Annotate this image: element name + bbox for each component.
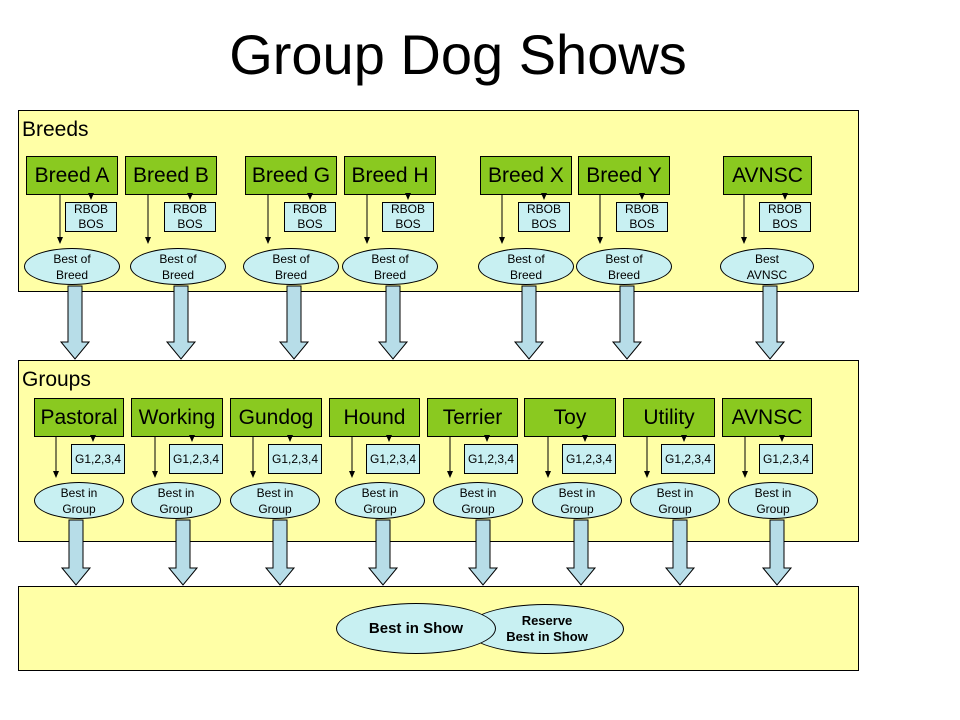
- breed-box-g: Breed G: [245, 156, 337, 195]
- breed-award-x: RBOB BOS: [518, 202, 570, 232]
- diagram-title: Group Dog Shows: [229, 23, 687, 86]
- flow-arrow-breed-a: [59, 285, 91, 360]
- group-box-gundog: Gundog: [230, 398, 322, 437]
- breed-box-a: Breed A: [26, 156, 118, 195]
- flow-arrow-group-gundog: [264, 519, 296, 586]
- breed-box-avnsc: AVNSC: [723, 156, 812, 195]
- breed-result-avnsc: Best AVNSC: [720, 248, 814, 285]
- flow-arrow-group-terrier: [467, 519, 499, 586]
- flow-arrows-breeds-to-groups: [59, 285, 786, 360]
- group-award-hound: G1,2,3,4: [366, 444, 420, 474]
- flow-arrow-group-pastoral: [60, 519, 92, 586]
- breed-box-b: Breed B: [125, 156, 217, 195]
- flow-arrow-group-hound: [367, 519, 399, 586]
- breed-result-g: Best of Breed: [243, 248, 339, 285]
- group-award-pastoral: G1,2,3,4: [71, 444, 125, 474]
- breed-award-g: RBOB BOS: [284, 202, 336, 232]
- flow-arrow-breed-g: [278, 285, 310, 360]
- flow-arrow-breed-b: [165, 285, 197, 360]
- group-result-utility: Best in Group: [630, 482, 720, 519]
- breed-box-x: Breed X: [480, 156, 572, 195]
- group-result-avnsc: Best in Group: [728, 482, 818, 519]
- breed-award-b: RBOB BOS: [164, 202, 216, 232]
- breed-box-y: Breed Y: [578, 156, 670, 195]
- flow-arrow-group-working: [167, 519, 199, 586]
- group-award-terrier: G1,2,3,4: [464, 444, 518, 474]
- groups-panel-label: Groups: [22, 368, 91, 391]
- group-result-terrier: Best in Group: [433, 482, 523, 519]
- breed-award-h: RBOB BOS: [382, 202, 434, 232]
- group-result-hound: Best in Group: [335, 482, 425, 519]
- group-box-toy: Toy: [524, 398, 616, 437]
- breed-result-a: Best of Breed: [24, 248, 120, 285]
- breed-award-avnsc: RBOB BOS: [759, 202, 811, 232]
- breed-connectors: [57, 193, 788, 244]
- group-award-toy: G1,2,3,4: [562, 444, 616, 474]
- flow-arrow-breed-avnsc: [754, 285, 786, 360]
- group-box-utility: Utility: [623, 398, 715, 437]
- flow-arrow-breed-h: [377, 285, 409, 360]
- flow-arrow-group-toy: [565, 519, 597, 586]
- group-box-working: Working: [131, 398, 223, 437]
- breeds-panel-label: Breeds: [22, 118, 89, 141]
- breed-award-y: RBOB BOS: [616, 202, 668, 232]
- group-box-avnsc: AVNSC: [722, 398, 812, 437]
- flow-arrow-breed-y: [611, 285, 643, 360]
- group-result-pastoral: Best in Group: [34, 482, 124, 519]
- flow-arrows-groups-to-show: [60, 519, 793, 586]
- breed-award-a: RBOB BOS: [65, 202, 117, 232]
- group-award-avnsc: G1,2,3,4: [759, 444, 813, 474]
- breed-result-b: Best of Breed: [130, 248, 226, 285]
- group-result-toy: Best in Group: [532, 482, 622, 519]
- flow-arrow-breed-x: [513, 285, 545, 360]
- group-award-gundog: G1,2,3,4: [268, 444, 322, 474]
- flow-arrow-group-utility: [664, 519, 696, 586]
- group-connectors: [53, 435, 785, 478]
- breed-result-y: Best of Breed: [576, 248, 672, 285]
- best-in-show-ellipse: Best in Show: [336, 603, 496, 654]
- breed-box-h: Breed H: [344, 156, 436, 195]
- breed-result-h: Best of Breed: [342, 248, 438, 285]
- group-award-working: G1,2,3,4: [169, 444, 223, 474]
- group-result-gundog: Best in Group: [230, 482, 320, 519]
- group-box-pastoral: Pastoral: [34, 398, 124, 437]
- group-result-working: Best in Group: [131, 482, 221, 519]
- group-award-utility: G1,2,3,4: [661, 444, 715, 474]
- group-box-hound: Hound: [329, 398, 420, 437]
- breed-result-x: Best of Breed: [478, 248, 574, 285]
- flow-arrow-group-avnsc: [761, 519, 793, 586]
- group-box-terrier: Terrier: [427, 398, 518, 437]
